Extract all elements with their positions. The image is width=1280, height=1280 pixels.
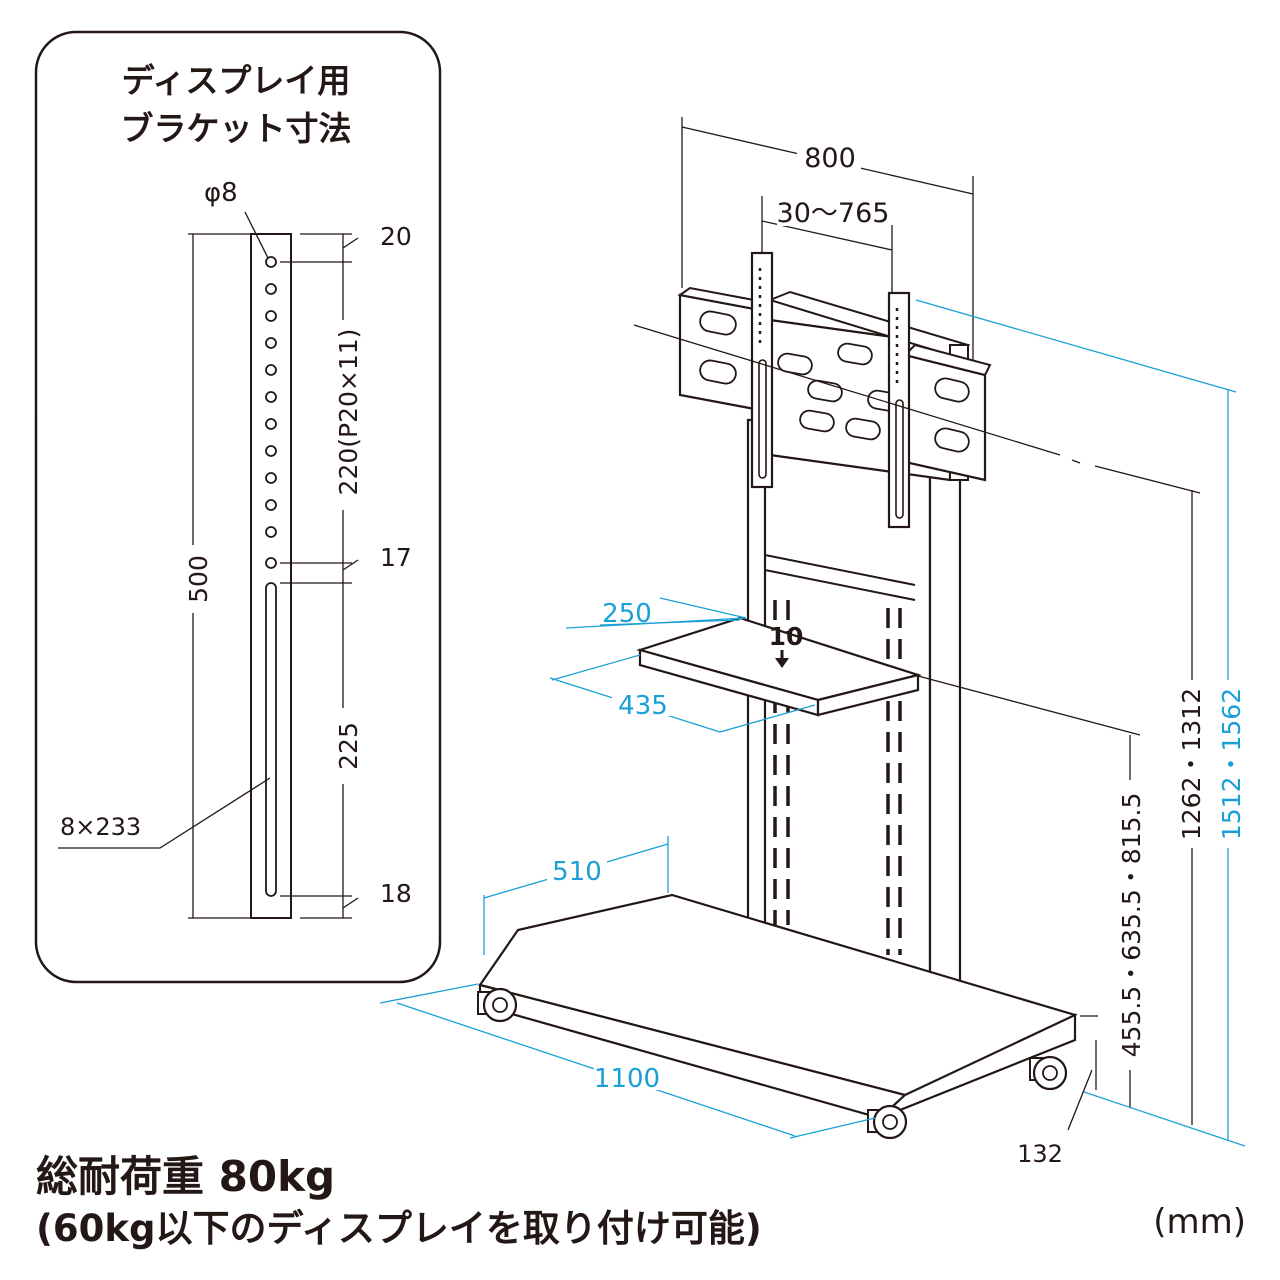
shelf-load-label: 10 — [769, 622, 804, 651]
vertical-bracket-right — [887, 291, 911, 529]
dim-total-height: 500 — [184, 555, 213, 603]
dim-shelf-depth: 250 — [602, 599, 652, 629]
unit-label: (mm) — [1153, 1202, 1246, 1242]
display-weight-note: (60kg以下のディスプレイを取り付け可能) — [36, 1207, 762, 1250]
bracket-detail-panel: ディスプレイ用 ブラケット寸法 500 — [34, 30, 442, 984]
dim-bracket-spacing: 30〜765 — [777, 198, 890, 229]
caster-front-left — [477, 987, 518, 1023]
load-arrow-icon — [775, 658, 789, 668]
dim-top-offset: 20 — [380, 222, 412, 251]
bracket-slot — [265, 582, 277, 897]
load-capacity-text: 総耐荷重 80kg — [36, 1152, 336, 1201]
left-bracket-arm — [677, 286, 773, 412]
right-bracket-arm — [903, 343, 992, 482]
caster-rear-right — [1029, 1055, 1068, 1091]
dim-top-heights: 1512・1562 — [1217, 688, 1246, 840]
dim-slot-length: 225 — [334, 722, 363, 770]
dim-bottom-offset: 18 — [380, 879, 412, 908]
dim-gap: 17 — [380, 543, 412, 572]
dim-shelf-width: 435 — [618, 691, 668, 721]
dim-mount-width: 800 — [804, 143, 856, 174]
slot-size-label: 8×233 — [60, 813, 141, 841]
dim-hole-pitch: 220(P20×11) — [334, 329, 363, 496]
dim-center-heights: 1262・1312 — [1177, 688, 1206, 840]
bracket-bar — [250, 233, 292, 919]
hole-diameter-label: φ8 — [204, 178, 238, 208]
dim-base-width: 1100 — [594, 1064, 660, 1094]
caster-front-right — [867, 1104, 908, 1140]
column-right-side — [928, 468, 962, 992]
bracket-holes — [265, 256, 277, 569]
panel-title-line2: ブラケット寸法 — [121, 109, 352, 148]
panel-title-line1: ディスプレイ用 — [122, 61, 351, 100]
dim-base-depth: 510 — [552, 857, 602, 887]
dim-shelf-heights: 455.5・635.5・815.5 — [1117, 793, 1146, 1058]
dim-caster-height: 132 — [1017, 1140, 1063, 1168]
tv-stand-drawing: 800 30〜765 250 10 435 — [379, 117, 1249, 1168]
base — [478, 893, 1078, 1120]
vertical-bracket-left — [750, 251, 774, 489]
